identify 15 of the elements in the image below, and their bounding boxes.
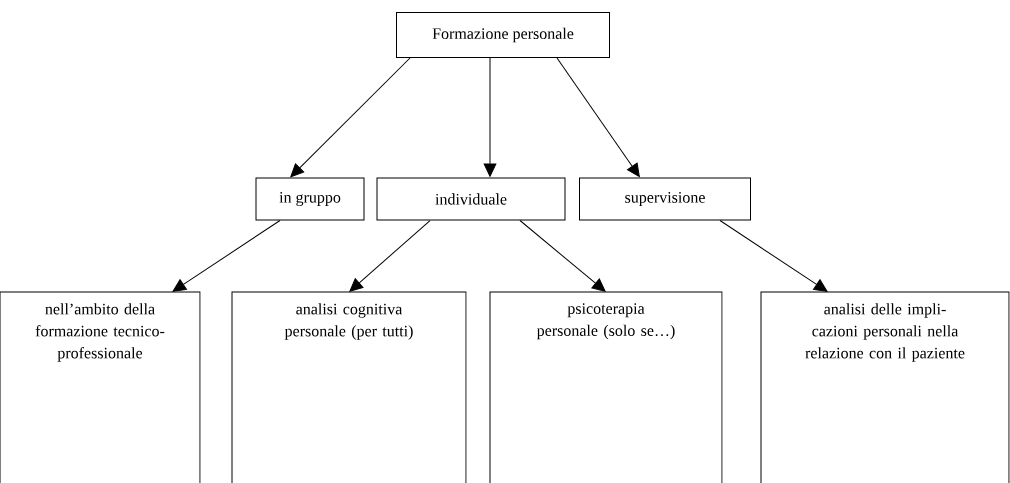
text-box: individuale (376, 177, 566, 221)
arrow (519, 220, 606, 292)
arrow (349, 220, 431, 292)
text-box: analisi cognitiva personale (per tutti) (231, 291, 467, 483)
text-box: psicoterapia personale (solo se…) (489, 291, 723, 483)
text-box: supervisione (579, 177, 751, 221)
text-box: nell’ambito della formazione tecnico- professionale (0, 291, 201, 483)
arrow (290, 57, 411, 178)
arrow (719, 220, 828, 292)
text-box: analisi delle impli- cazioni personali nella relazione con il paziente (760, 291, 1010, 483)
arrow (483, 57, 497, 177)
text-box: Formazione personale (396, 12, 610, 58)
arrow (172, 220, 281, 292)
text-box: in gruppo (255, 177, 365, 221)
arrow (556, 57, 640, 178)
